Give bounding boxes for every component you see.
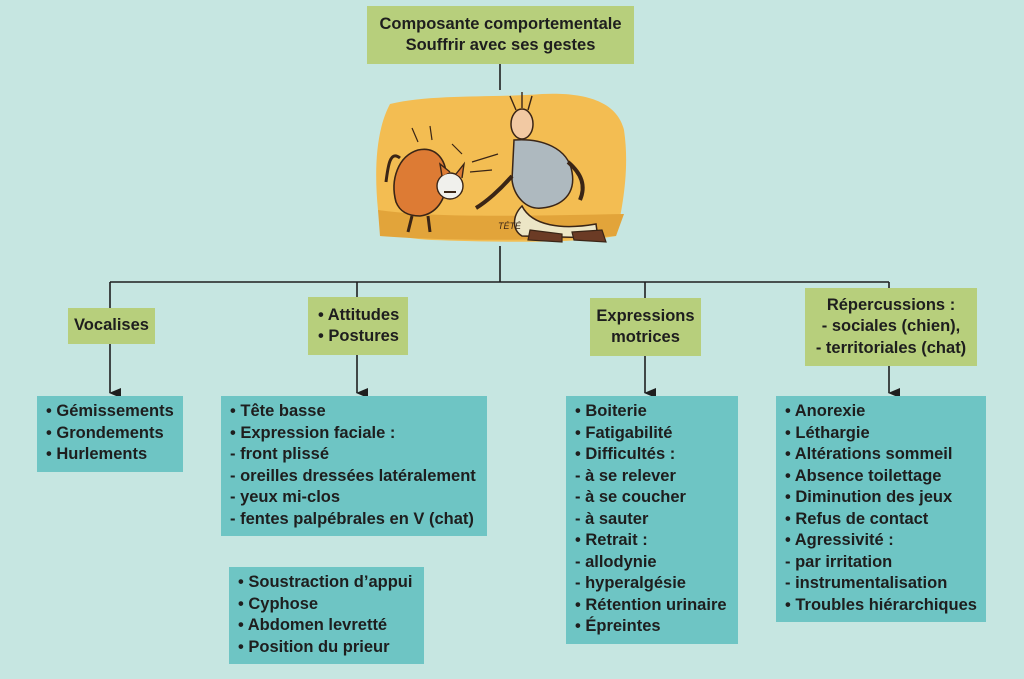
list-item: - hyperalgésie	[575, 574, 686, 592]
man-icon	[474, 92, 607, 243]
cat-and-man-illustration: TÉTÉ	[376, 92, 627, 243]
category-label: motrices	[611, 328, 680, 346]
list-item: - à se coucher	[575, 488, 686, 506]
list-item: - allodynie	[575, 552, 657, 571]
list-item: • Fatigabilité	[575, 423, 673, 442]
list-item: • Soustraction d’appui	[238, 573, 413, 591]
list-item: • Expression faciale :	[230, 423, 396, 442]
attitudes-list-box: • Tête basse • Expression faciale : - fr…	[221, 396, 487, 536]
list-item: • Difficultés :	[575, 445, 676, 463]
postures-list-box: • Soustraction d’appui • Cyphose • Abdom…	[229, 567, 424, 664]
list-item: - front plissé	[230, 445, 330, 463]
list-item: • Rétention urinaire	[575, 595, 727, 614]
category-repercussions: Répercussions : - sociales (chien), - te…	[805, 288, 977, 366]
list-item: • Grondements	[46, 423, 164, 442]
category-label: - territoriales (chat)	[815, 338, 967, 357]
list-item: • Absence toilettage	[785, 466, 942, 485]
list-item: • Tête basse	[230, 402, 326, 420]
list-item: • Boiterie	[575, 402, 647, 420]
list-item: • Gémissements	[46, 402, 174, 420]
cat-icon	[384, 148, 466, 233]
vocalises-list-box: • Gémissements • Grondements • Hurlement…	[37, 396, 183, 472]
root-title-box: Composante comportementale Souffrir avec…	[367, 6, 634, 64]
list-item: - fentes palpébrales en V (chat)	[230, 509, 474, 528]
list-item: • Cyphose	[238, 594, 319, 613]
list-item: • Léthargie	[785, 423, 870, 442]
category-label: Expressions	[596, 306, 695, 325]
category-label: Répercussions :	[826, 295, 956, 314]
list-item: • Abdomen levretté	[238, 616, 388, 634]
list-item: • Agressivité :	[785, 531, 894, 549]
category-vocalises: Vocalises	[68, 308, 155, 344]
list-item: - à sauter	[575, 509, 649, 528]
list-item: • Troubles hiérarchiques	[785, 595, 977, 614]
list-item: • Épreintes	[575, 617, 661, 635]
repercussions-list-box: • Anorexie • Léthargie • Altérations som…	[776, 396, 986, 622]
list-item: - par irritation	[785, 552, 893, 571]
motrices-list-box: • Boiterie • Fatigabilité • Difficultés …	[566, 396, 738, 644]
category-expressions-motrices: Expressions motrices	[590, 298, 701, 356]
list-item: - oreilles dressées latéralement	[230, 466, 476, 485]
list-item: - à se relever	[575, 466, 676, 485]
list-item: - instrumentalisation	[785, 574, 948, 592]
list-item: • Retrait :	[575, 531, 648, 549]
motion-lines	[411, 125, 499, 173]
list-item: • Position du prieur	[238, 637, 390, 656]
category-label: - sociales (chien),	[821, 317, 961, 336]
list-item: • Hurlements	[46, 445, 148, 463]
list-item: • Diminution des jeux	[785, 488, 953, 506]
root-title-line-1: Composante comportementale	[379, 14, 622, 33]
category-attitudes-postures: • Attitudes • Postures	[308, 297, 408, 355]
illustration-signature: TÉTÉ	[498, 221, 522, 231]
category-label: Vocalises	[74, 316, 149, 335]
list-item: • Anorexie	[785, 402, 866, 420]
category-label: • Attitudes	[318, 305, 400, 324]
category-label: • Postures	[318, 327, 399, 345]
list-item: • Refus de contact	[785, 509, 929, 528]
list-item: • Altérations sommeil	[785, 445, 953, 463]
root-title-line-2: Souffrir avec ses gestes	[405, 36, 596, 54]
list-item: - yeux mi-clos	[230, 488, 341, 506]
